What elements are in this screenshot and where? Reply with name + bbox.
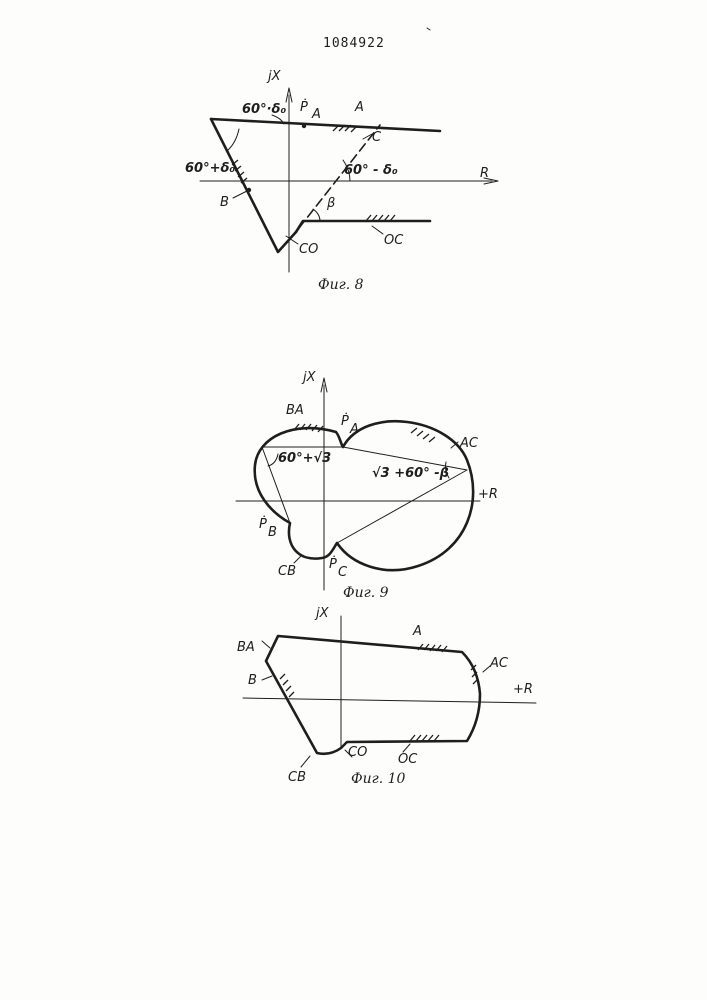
fig9-outline <box>255 421 473 570</box>
fig10-zone-co-label: CO <box>348 745 367 760</box>
fig8-line-oc <box>296 221 430 232</box>
fig8-angle-beta-label: β <box>326 196 335 211</box>
fig8-leader-oc <box>372 226 383 234</box>
fig8-zone-a-label: A <box>354 100 364 115</box>
fig8-angle-arc-left <box>227 129 239 151</box>
fig8-pa-label: Ṗ <box>300 99 308 115</box>
fig10-outline <box>266 636 480 754</box>
fig8-zone-oc-label: OC <box>384 233 404 248</box>
fig10-leader-ac <box>483 666 490 672</box>
document-number: 1084922 <box>323 36 385 51</box>
fig9-leader-cb <box>294 555 302 563</box>
fig9-zone-cb-label: CB <box>278 564 296 579</box>
fig9-caption: Фиг. 9 <box>343 585 389 601</box>
fig9-angle-arc-left <box>268 454 278 466</box>
fig10-zone-b-label: B <box>248 673 257 688</box>
fig8-zone-b-label: B <box>220 195 229 210</box>
fig10-leader-cb <box>301 756 310 767</box>
fig8-axis-x-label: R <box>480 166 489 181</box>
fig9-zone-ac-label: AC <box>459 436 479 451</box>
fig9-pb-sub: B <box>268 525 277 540</box>
fig9-hatch-ac <box>411 428 435 442</box>
fig8-line-a <box>211 119 440 131</box>
fig8-angle-top-label: 60°·δ₀ <box>242 102 286 117</box>
fig9-pa-sub: A <box>349 422 359 437</box>
fig10-axis-x-label: +R <box>513 682 533 697</box>
fig8-angle-left-label: 60°+δ₀ <box>185 161 235 176</box>
fig9-pa-label: Ṗ <box>341 413 349 429</box>
fig9-pc-sub: C <box>338 565 348 580</box>
fig9-angle-left-label: 60°+√3 <box>278 451 331 466</box>
fig10-caption: Фиг. 10 <box>351 771 406 787</box>
fig10-hatch-b <box>280 674 294 697</box>
fig10-leader-oc <box>403 744 410 752</box>
fig10-zone-ac-label: AC <box>489 656 509 671</box>
figure-9: jX +R BA Ṗ A AC 60°+√3 √3 +60° -β Ṗ B CB… <box>236 370 498 601</box>
fig8-leader-b <box>233 190 249 198</box>
fig8-pa-sub: A <box>311 107 321 122</box>
fig10-zone-oc-label: OC <box>398 752 418 767</box>
speck <box>427 28 430 30</box>
fig10-zone-cb-label: CB <box>288 770 306 785</box>
fig8-zone-c-label: C <box>372 130 382 145</box>
fig8-caption: Фиг. 8 <box>318 277 364 293</box>
fig9-axis-y-label: jX <box>301 370 317 385</box>
fig8-line-b <box>211 119 296 252</box>
fig9-pb-label: Ṗ <box>259 516 267 532</box>
fig8-angle-arc-beta <box>313 209 320 221</box>
fig10-leader-ba <box>262 641 270 648</box>
fig10-leader-b <box>262 676 272 680</box>
fig9-zone-ba-label: BA <box>286 403 304 418</box>
fig8-point-pa <box>302 124 306 128</box>
fig8-angle-mid-label: 60° - δ₀ <box>344 163 398 178</box>
figure-8: jX R 60°·δ₀ Ṗ A A C 60°+δ₀ 60° - δ₀ B β … <box>185 69 498 293</box>
fig10-zone-ba-label: BA <box>237 640 255 655</box>
fig9-pc-label: Ṗ <box>329 556 337 572</box>
fig10-zone-a-label: A <box>412 624 422 639</box>
fig9-axis-x-label: +R <box>478 487 498 502</box>
fig8-zone-co-label: CO <box>299 242 318 257</box>
fig8-axis-y-label: jX <box>266 69 282 84</box>
fig10-axis-y-label: jX <box>314 606 330 621</box>
fig9-angle-right-label: √3 +60° -β <box>372 466 449 481</box>
figure-10: jX A BA B AC +R CO OC CB Фиг. 10 <box>237 606 536 787</box>
